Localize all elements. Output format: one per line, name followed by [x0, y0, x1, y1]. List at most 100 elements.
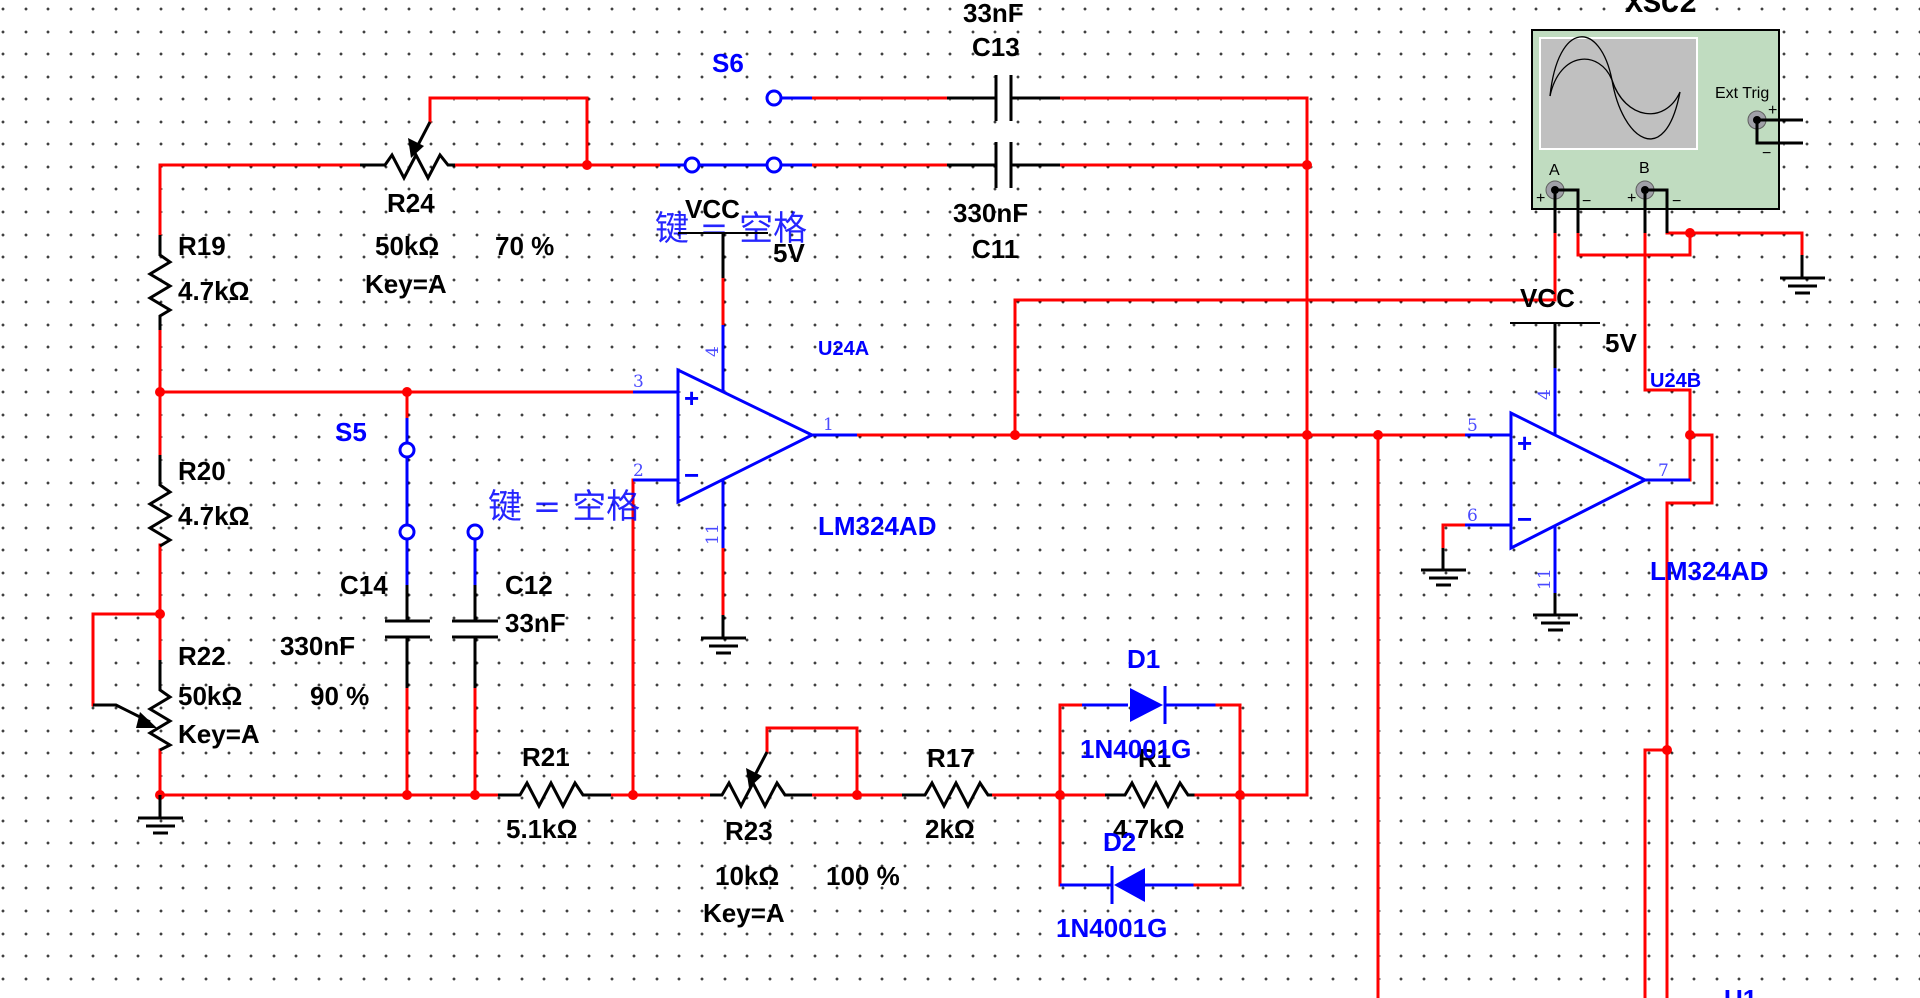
- wire-pin6-gnd[interactable]: [1441, 523, 1467, 550]
- ground-u24b-pin6: [1421, 548, 1466, 587]
- c13-ref: C13: [972, 32, 1020, 62]
- wire-out-node[interactable]: [1643, 748, 1669, 998]
- r17-ref: R17: [927, 743, 975, 773]
- oscilloscope-xsc2[interactable]: XSC2 Ext Trig + − A + − B + −: [1531, 0, 1803, 233]
- switch-contact: [466, 523, 484, 541]
- r24-setting: 70 %: [495, 231, 554, 261]
- diode-d1[interactable]: D1 1N4001G: [1058, 644, 1242, 797]
- wire-top-left[interactable]: [158, 163, 362, 237]
- diode-d2[interactable]: D2 1N4001G: [1056, 793, 1242, 943]
- pin11-label: 11: [1535, 568, 1555, 590]
- vcc2-name: VCC: [1520, 283, 1575, 313]
- opamp-u24a[interactable]: + − 3 2 1 4 11 U24A LM324AD: [633, 325, 936, 548]
- potentiometer-r22[interactable]: R22 50kΩ 90 % Key=A: [93, 641, 369, 752]
- diode-triangle: [1130, 688, 1163, 722]
- vcc-source-2[interactable]: VCC 5V: [1510, 283, 1637, 368]
- pin11-label: 11: [703, 523, 723, 545]
- r22-ref: R22: [178, 641, 226, 671]
- junctions: [155, 160, 1695, 800]
- u24a-ref: U24A: [818, 338, 869, 360]
- junction-dot: [155, 387, 165, 397]
- c14-value: 330nF: [280, 631, 355, 661]
- r20-ref: R20: [178, 456, 226, 486]
- pin2-label: 2: [633, 461, 644, 481]
- s5-key: 键 = 空格: [488, 487, 640, 527]
- r22-setting: 90 %: [310, 681, 369, 711]
- wire-r23-loop[interactable]: [765, 726, 859, 797]
- capacitor-c13[interactable]: 33nF C13: [947, 0, 1060, 121]
- wiper-line: [753, 751, 769, 776]
- diode-lead: [1193, 793, 1242, 887]
- diode-lead: [1058, 703, 1084, 797]
- wire-feedback-loop[interactable]: [1013, 231, 1557, 437]
- junction-dot: [402, 387, 412, 397]
- resistor-symbol: [710, 779, 812, 810]
- wiper-arrow-icon: [746, 768, 762, 788]
- r19-ref: R19: [178, 231, 226, 261]
- switch-contact: [765, 89, 783, 107]
- partial-component-label: U1: [1724, 984, 1757, 998]
- c11-value: 330nF: [953, 198, 1028, 228]
- pin4-label: 4: [1535, 389, 1555, 400]
- channel-b-minus: −: [1672, 193, 1681, 210]
- resistor-r21[interactable]: R21 5.1kΩ: [498, 742, 611, 844]
- junction-dot: [852, 790, 862, 800]
- switch-s5[interactable]: S5 键 = 空格: [335, 417, 640, 585]
- ext-trig-minus-lead: [1755, 120, 1803, 145]
- potentiometer-r24[interactable]: R24 50kΩ 70 % Key=A: [360, 121, 554, 299]
- pin1-label: 1: [823, 415, 834, 435]
- d2-ref: D2: [1103, 827, 1136, 857]
- u24b-model: LM324AD: [1650, 556, 1768, 586]
- u24a-model: LM324AD: [818, 511, 936, 541]
- c13-value: 33nF: [963, 0, 1024, 28]
- resistor-symbol: [902, 779, 992, 810]
- wire-scope-a-minus[interactable]: [1576, 231, 1692, 257]
- wiper-arrow-icon: [136, 712, 157, 728]
- minus-sign: −: [684, 460, 699, 490]
- r23-value: 10kΩ: [715, 861, 779, 891]
- wire-diodes-right[interactable]: [1238, 96, 1309, 797]
- r23-setting: 100 %: [826, 861, 900, 891]
- junction-dot: [1373, 430, 1383, 440]
- capacitor-c14[interactable]: C14 330nF: [280, 570, 430, 688]
- potentiometer-r23[interactable]: R23 10kΩ 100 % Key=A: [703, 751, 900, 928]
- channel-a-minus-lead: [1555, 188, 1580, 233]
- wire-r24-loop[interactable]: [428, 96, 589, 167]
- vcc1-name: VCC: [685, 194, 740, 224]
- channel-a-plus: +: [1536, 190, 1545, 207]
- wiper-line: [416, 121, 432, 146]
- switch-s6[interactable]: S6 键 = 空格: [655, 48, 812, 249]
- r19-value: 4.7kΩ: [178, 276, 249, 306]
- wire-u24b-probe-b[interactable]: [1643, 231, 1692, 437]
- pin3-label: 3: [633, 372, 644, 392]
- ext-trig-minus: −: [1762, 145, 1771, 162]
- capacitor-c11[interactable]: 330nF C11: [947, 142, 1060, 264]
- c14-ref: C14: [340, 570, 388, 600]
- channel-b-label: B: [1639, 160, 1650, 177]
- r17-value: 2kΩ: [925, 814, 975, 844]
- resistor-r1[interactable]: R1 4.7kΩ: [1058, 743, 1242, 844]
- opamp-u24b[interactable]: + − 5 6 7 4 11 U24B LM324AD: [1465, 368, 1768, 593]
- opamp-triangle: [1509, 410, 1649, 551]
- wire-scope-b-minus[interactable]: [1665, 231, 1804, 257]
- vcc2-value: 5V: [1605, 328, 1637, 358]
- ground-left: [138, 795, 183, 835]
- resistor-r17[interactable]: R17 2kΩ: [902, 743, 992, 844]
- diode-triangle: [1114, 868, 1145, 902]
- resistor-symbol: [498, 779, 611, 810]
- r23-key: Key=A: [703, 898, 785, 928]
- c11-ref: C11: [972, 234, 1018, 264]
- resistor-r19[interactable]: R19 4.7kΩ: [147, 231, 249, 330]
- s5-ref: S5: [335, 417, 367, 447]
- capacitor-c12[interactable]: C12 33nF: [452, 570, 566, 688]
- r1-value: 4.7kΩ: [1113, 814, 1184, 844]
- junction-dot: [155, 609, 165, 619]
- junction-dot: [628, 790, 638, 800]
- resistor-r20[interactable]: R20 4.7kΩ: [147, 455, 249, 548]
- wire-u24b-out[interactable]: [1665, 433, 1714, 998]
- switch-contact: [398, 523, 416, 541]
- ground-u24a: [701, 615, 746, 655]
- wire-r22-loop[interactable]: [91, 612, 162, 707]
- vcc-source-1[interactable]: VCC 5V: [678, 194, 805, 278]
